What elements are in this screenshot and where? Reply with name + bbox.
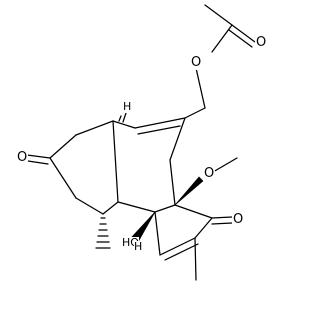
bond-c2-c3-double-2 <box>164 243 199 261</box>
bond-ch2-co <box>49 134 77 159</box>
bond-methoxy-o-me <box>212 157 238 173</box>
bond-ch2b-chme <box>75 197 104 215</box>
bond-c10-c4 <box>112 120 119 203</box>
bond-c7-c9 <box>169 159 176 206</box>
bond-c1-c2 <box>154 211 161 256</box>
bond-c3-methyl <box>194 237 197 281</box>
bond-c5-c4 <box>112 120 136 129</box>
wedge-methoxy-bond <box>174 176 204 206</box>
hashed-methyl-bond <box>95 217 111 249</box>
bond-c6-c5-double-2 <box>137 125 181 135</box>
ketone-right-oxygen-label: O <box>232 212 245 227</box>
bond-c6-c7 <box>169 117 186 161</box>
hydroxyl-sub-label: H <box>134 240 143 253</box>
bond-co-o-double-1 <box>26 154 51 159</box>
hashed-h-bond <box>118 112 127 123</box>
acetate-carbonyl-oxygen-label: O <box>255 35 268 50</box>
bond-c9-c1 <box>154 204 176 213</box>
molecule-structure-diagram <box>26 4 256 281</box>
bond-c3-c4r <box>194 217 213 239</box>
methoxy-oxygen-label: O <box>203 166 216 181</box>
bond-ch2-ring <box>184 107 206 119</box>
bond-ester-o-ch2 <box>195 67 206 109</box>
bond-c6-c5-double-1 <box>134 117 186 129</box>
acetate-ester-oxygen-label: O <box>190 55 203 70</box>
bond-chme-c10 <box>102 201 119 215</box>
bond-acetyl-methyl <box>204 4 233 26</box>
bond-c2-c3-double-1 <box>159 237 196 256</box>
bond-acetyl-co-double-2 <box>228 29 253 48</box>
bond-co-o-double-2 <box>27 160 49 165</box>
bond-c4r-c9 <box>174 204 213 219</box>
ketone-left-oxygen-label: O <box>16 150 29 165</box>
stereo-h-label: H <box>123 100 132 113</box>
bond-co-ch2b <box>49 157 77 199</box>
bond-acetyl-c-o <box>211 24 233 53</box>
bond-c10-c1 <box>117 201 156 213</box>
bond-ketone-right-double-2 <box>211 222 233 225</box>
bond-ketone-right-double-1 <box>211 216 233 219</box>
bond-acetyl-co-double-1 <box>231 24 256 43</box>
bond-c4-ch2 <box>75 120 114 136</box>
